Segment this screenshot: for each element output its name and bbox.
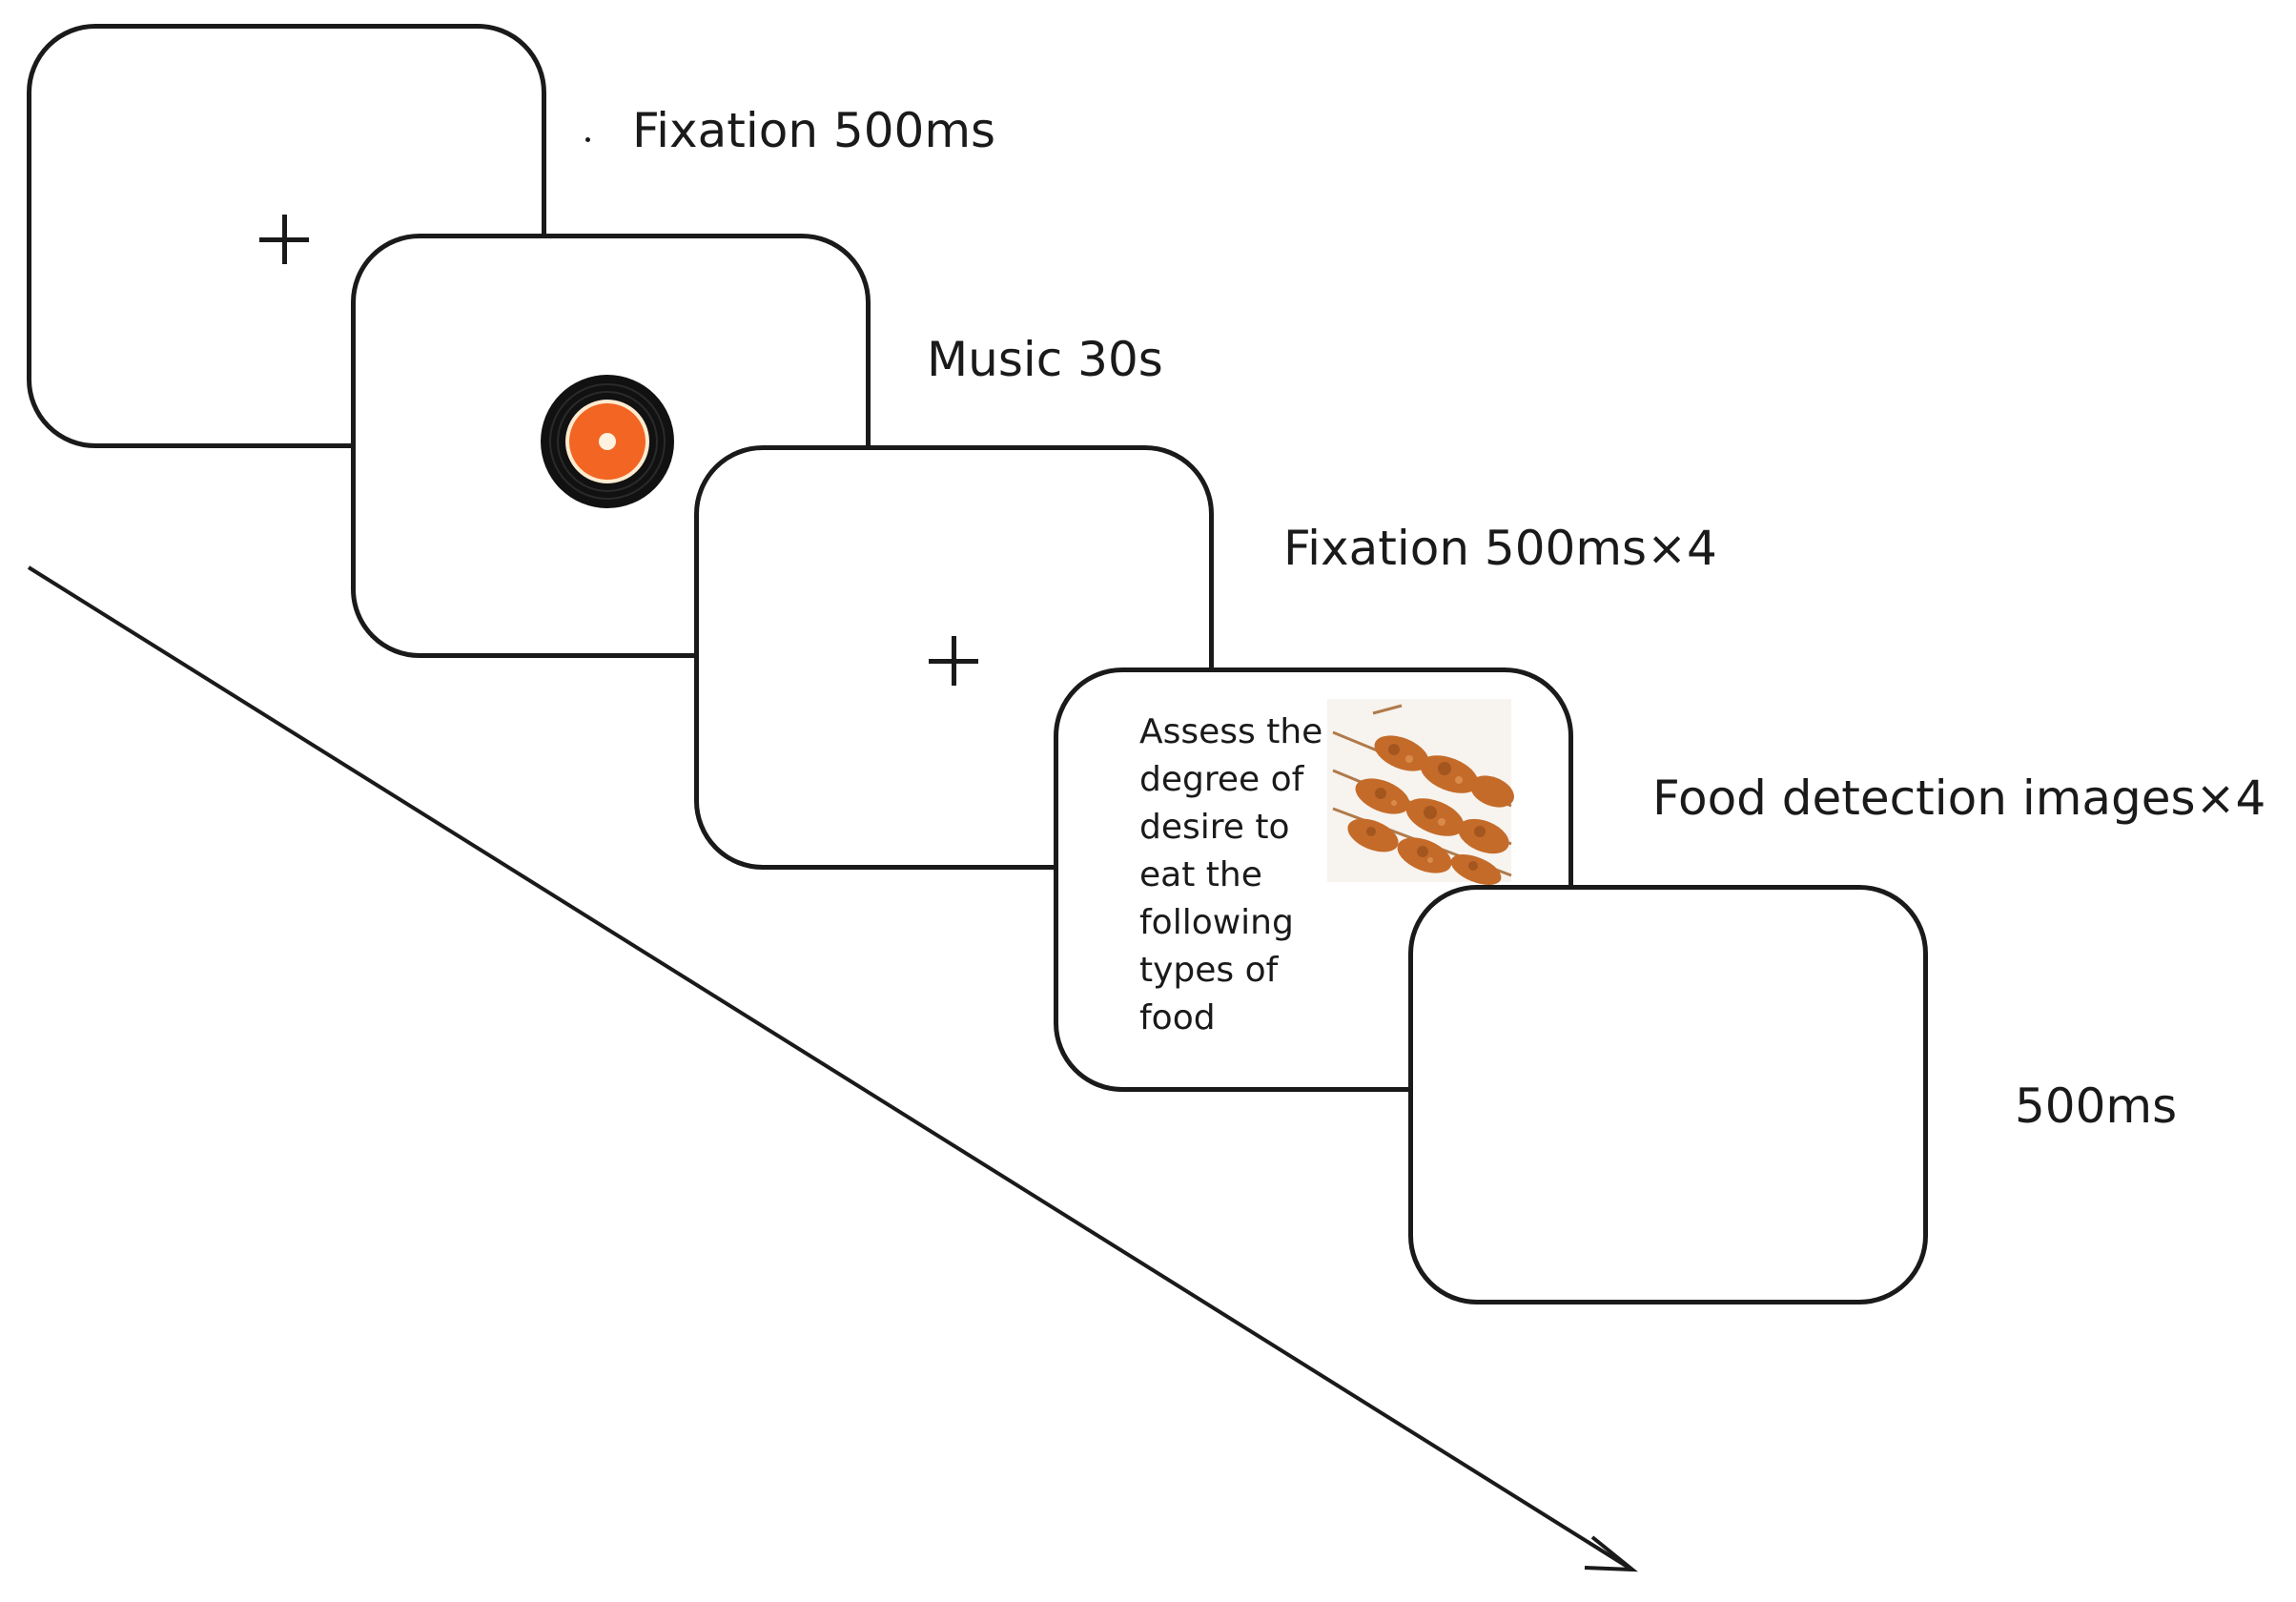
step-label-fixation-2: Fixation 500ms×4 bbox=[1283, 521, 1717, 576]
step-label-fixation-1: Fixation 500ms bbox=[632, 103, 996, 158]
fixation-cross-icon bbox=[259, 215, 309, 264]
step-label-food-detection: Food detection images×4 bbox=[1652, 770, 2266, 826]
dot-marker bbox=[585, 137, 590, 142]
step-label-music: Music 30s bbox=[927, 332, 1163, 387]
fixation-cross-icon bbox=[929, 636, 978, 686]
rating-prompt: Assess the degree of desire to eat the f… bbox=[1139, 712, 1323, 1037]
step-label-blank: 500ms bbox=[2015, 1078, 2178, 1134]
screen-blank bbox=[1408, 885, 1928, 1304]
